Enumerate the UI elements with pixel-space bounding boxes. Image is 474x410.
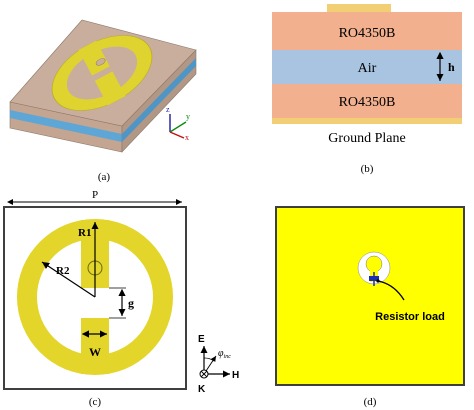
label-p: P <box>92 189 98 201</box>
label-k: K <box>198 384 206 395</box>
label-h: h <box>448 60 455 74</box>
r2-arrow <box>41 261 96 298</box>
ground-plane-back <box>275 206 465 386</box>
label-air: Air <box>358 61 377 76</box>
label-r2: R2 <box>56 265 70 277</box>
axis-triad: z y x <box>166 105 190 142</box>
caption-b: (b) <box>361 163 374 175</box>
strip-gap <box>92 66 113 81</box>
field-triad: E H K φinc <box>198 334 239 395</box>
caption-d: (d) <box>364 396 377 408</box>
axis-z-label: z <box>166 105 170 114</box>
air-layer-left <box>10 110 122 142</box>
panel-d: Resistor load (d) <box>275 206 465 408</box>
air-layer-right <box>122 58 196 142</box>
pad-inner <box>365 255 383 273</box>
label-phi: φinc <box>218 348 231 360</box>
axis-x-label: x <box>185 133 189 142</box>
caption-a: (a) <box>98 171 111 183</box>
panel-a: z y x (a) <box>9 19 197 183</box>
top-patch <box>327 4 391 12</box>
label-ro4350b-bottom: RO4350B <box>339 95 396 110</box>
panel-c: P R1 R2 g W E H K <box>3 189 239 408</box>
via-hole <box>95 58 106 66</box>
label-e: E <box>198 334 205 345</box>
layer-ro4350b-bottom <box>272 84 462 118</box>
label-h-field: H <box>232 370 239 381</box>
label-ground-plane: Ground Plane <box>328 131 405 146</box>
layer-air <box>272 50 462 84</box>
label-g: g <box>128 296 134 310</box>
label-ro4350b-top: RO4350B <box>339 26 396 41</box>
label-w: W <box>89 345 101 359</box>
panel-b: RO4350B Air RO4350B h Ground Plane (b) <box>272 4 462 175</box>
axis-y-label: y <box>186 112 190 121</box>
label-r1: R1 <box>78 227 91 239</box>
resistor-callout <box>377 280 405 301</box>
ground-plane <box>272 118 462 124</box>
caption-c: (c) <box>89 396 102 408</box>
layer-ro4350b-top <box>272 12 462 50</box>
label-resistor-load: Resistor load <box>375 311 445 323</box>
strip-bottom <box>81 318 109 374</box>
